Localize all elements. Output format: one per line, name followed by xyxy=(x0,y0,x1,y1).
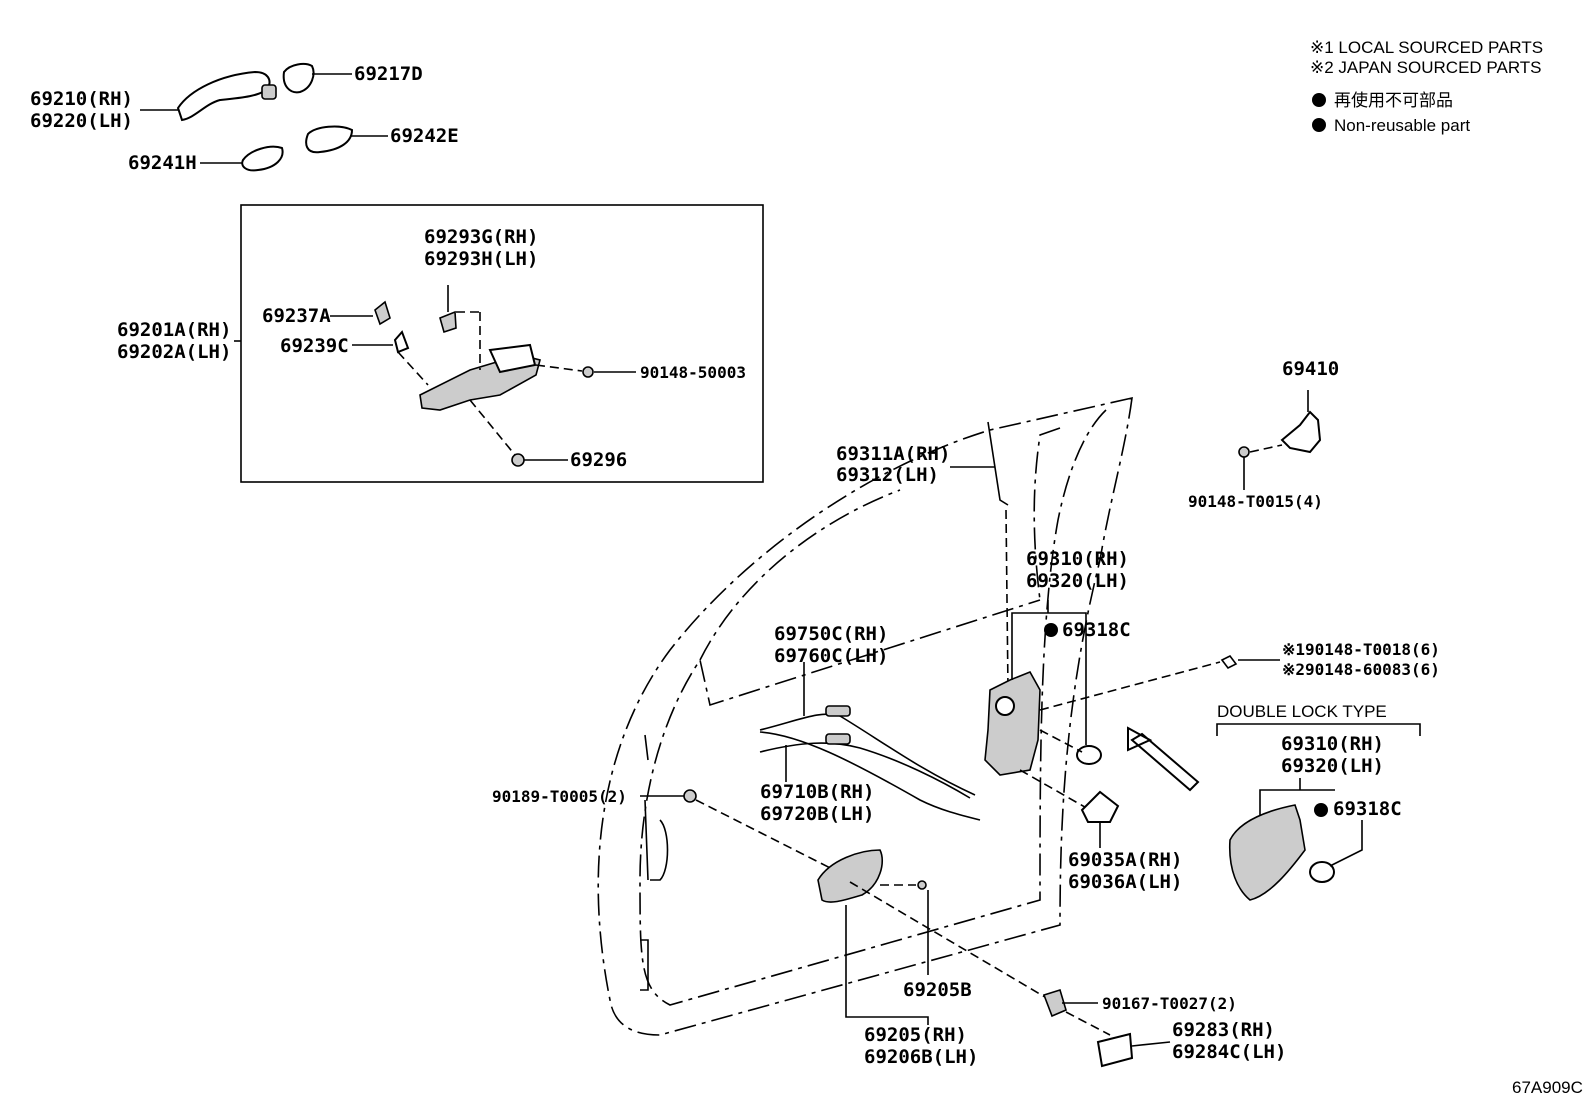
cable-clip-icon xyxy=(825,705,851,717)
part-69206b-lh: 69206B(LH) xyxy=(864,1046,978,1068)
part-69710b-rh: 69710B(RH) xyxy=(760,781,874,803)
part-69241h: 69241H xyxy=(128,152,197,174)
screw-icon xyxy=(1220,654,1238,670)
double-lock-icon xyxy=(1228,804,1306,901)
bolt-icon xyxy=(1238,446,1250,458)
part-69410: 69410 xyxy=(1282,358,1339,380)
part-90148-50003: 90148-50003 xyxy=(640,363,746,382)
part-69036a-lh: 69036A(LH) xyxy=(1068,871,1182,893)
legend: ※1 LOCAL SOURCED PARTS ※2 JAPAN SOURCED … xyxy=(1310,38,1543,135)
screw-icon xyxy=(917,880,927,890)
part-69318c: 69318C xyxy=(1062,619,1131,641)
part-69237a: 69237A xyxy=(262,305,331,327)
part-90189-t0005: 90189-T0005(2) xyxy=(492,787,627,806)
screw-icon xyxy=(511,453,525,467)
outside-handle-icon xyxy=(176,70,271,122)
part-69242e: 69242E xyxy=(390,125,459,147)
inside-handle-group xyxy=(817,849,1171,1068)
part-69312-lh: 69312(LH) xyxy=(836,464,939,486)
trim-cover-icon xyxy=(1096,1032,1134,1068)
legend-japan-sourced: ※2 JAPAN SOURCED PARTS xyxy=(1310,58,1542,77)
handle-pad-icon xyxy=(241,145,284,172)
door-striker-icon xyxy=(1280,410,1322,454)
part-69720b-lh: 69720B(LH) xyxy=(760,803,874,825)
non-reusable-dot-icon xyxy=(1044,623,1058,637)
striker-group xyxy=(1238,390,1322,490)
part-90148-t0018: ※190148-T0018(6) xyxy=(1282,640,1440,659)
cable-group xyxy=(759,662,981,821)
frame-assembly-box xyxy=(234,204,764,483)
part-69310-rh: 69310(RH) xyxy=(1026,548,1129,570)
handle-end-icon xyxy=(261,84,277,100)
clip-69239c-icon xyxy=(393,330,410,354)
legend-local-sourced: ※1 LOCAL SOURCED PARTS xyxy=(1310,38,1543,57)
legend-non-reusable-en: Non-reusable part xyxy=(1334,116,1470,135)
assembly-frame xyxy=(240,204,764,483)
frame-bracket-icon xyxy=(488,343,537,374)
part-69035a-rh: 69035A(RH) xyxy=(1068,849,1182,871)
part-69293h-lh: 69293H(LH) xyxy=(424,248,538,270)
part-69750c-rh: 69750C(RH) xyxy=(774,623,888,645)
legend-non-reusable-jp: 再使用不可部品 xyxy=(1334,90,1453,110)
part-69283-rh: 69283(RH) xyxy=(1172,1019,1275,1041)
part-69202a-lh: 69202A(LH) xyxy=(117,341,231,363)
part-69318c-dl: 69318C xyxy=(1333,798,1402,820)
part-69217d: 69217D xyxy=(354,63,423,85)
part-69310-rh-dl: 69310(RH) xyxy=(1281,733,1384,755)
bolt-icon xyxy=(582,366,594,378)
part-69284c-lh: 69284C(LH) xyxy=(1172,1041,1286,1063)
part-69296: 69296 xyxy=(570,449,627,471)
cable-icon xyxy=(759,713,976,796)
door-lock-group xyxy=(984,600,1280,811)
part-69205-rh: 69205(RH) xyxy=(864,1024,967,1046)
part-69239c: 69239C xyxy=(280,335,349,357)
non-reusable-dot-icon xyxy=(1312,118,1326,132)
part-69320-lh: 69320(LH) xyxy=(1026,570,1129,592)
handle-cap-icon xyxy=(282,63,315,94)
part-69210-rh: 69210(RH) xyxy=(30,88,133,110)
lock-cover-69035a-icon xyxy=(1080,790,1120,823)
lock-cover-icon xyxy=(1309,861,1335,883)
clip-icon xyxy=(683,789,697,803)
double-lock-group: DOUBLE LOCK TYPE xyxy=(1216,702,1421,901)
part-69201a-rh: 69201A(RH) xyxy=(117,319,231,341)
part-69760c-lh: 69760C(LH) xyxy=(774,645,888,667)
inside-handle-icon xyxy=(817,849,884,903)
part-69220-lh: 69220(LH) xyxy=(30,110,133,132)
double-lock-title: DOUBLE LOCK TYPE xyxy=(1217,702,1387,721)
lock-cover-icon xyxy=(1076,745,1102,765)
part-69293g-rh: 69293G(RH) xyxy=(424,226,538,248)
non-reusable-dot-icon xyxy=(1312,93,1326,107)
clip-69237a-icon xyxy=(374,300,391,326)
outer-handle-group xyxy=(140,63,388,172)
diagram-code: 67A909C xyxy=(1512,1078,1583,1097)
part-90148-60083: ※290148-60083(6) xyxy=(1282,660,1440,679)
handle-pad-icon xyxy=(305,125,354,154)
bracket-69293-icon xyxy=(439,310,457,334)
cable-clip-icon xyxy=(825,733,851,745)
door-outline xyxy=(597,396,1133,1036)
part-69320-lh-dl: 69320(LH) xyxy=(1281,755,1384,777)
bolt-icon xyxy=(1042,988,1067,1018)
non-reusable-dot-icon xyxy=(1314,803,1328,817)
lock-rod-group xyxy=(950,421,1009,691)
part-69311a-rh: 69311A(RH) xyxy=(836,443,950,465)
part-90148-t0015: 90148-T0015(4) xyxy=(1188,492,1323,511)
direction-arrow-icon xyxy=(1127,726,1200,792)
part-69205b: 69205B xyxy=(903,979,972,1001)
door-lock-icon xyxy=(984,670,1041,776)
part-90167-t0027: 90167-T0027(2) xyxy=(1102,994,1237,1013)
lock-rod-icon xyxy=(987,421,1009,506)
